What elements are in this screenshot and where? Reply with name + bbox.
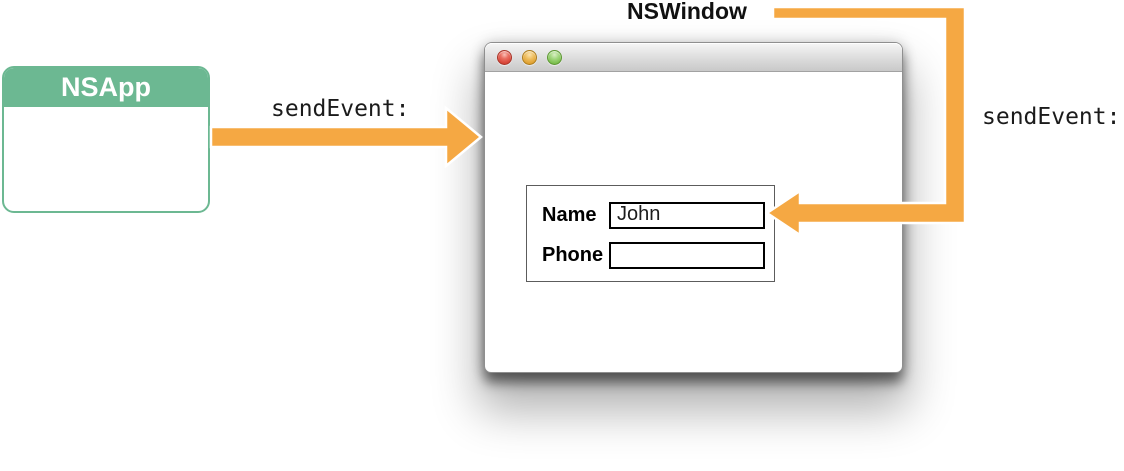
close-button-icon[interactable] xyxy=(497,50,512,65)
zoom-button-icon[interactable] xyxy=(547,50,562,65)
name-field-label: Name xyxy=(542,204,597,226)
phone-field-label: Phone xyxy=(542,244,604,266)
send-event-label-left: sendEvent: xyxy=(271,96,410,122)
phone-field-input[interactable] xyxy=(609,242,765,269)
form-container: Name Phone xyxy=(526,185,775,282)
minimize-button-icon[interactable] xyxy=(522,50,537,65)
name-field-input[interactable] xyxy=(609,202,765,229)
form-row-phone: Phone xyxy=(527,242,774,269)
window-titlebar[interactable] xyxy=(485,43,902,72)
mac-window: Name Phone xyxy=(484,42,903,373)
window-content: Name Phone xyxy=(485,72,902,374)
traffic-lights xyxy=(497,50,562,65)
nswindow-label: NSWindow xyxy=(627,0,747,24)
send-event-label-right: sendEvent: xyxy=(982,104,1121,130)
form-row-name: Name xyxy=(527,202,774,229)
nsapp-object-box: NSApp xyxy=(2,66,210,213)
nsapp-title: NSApp xyxy=(4,68,208,107)
